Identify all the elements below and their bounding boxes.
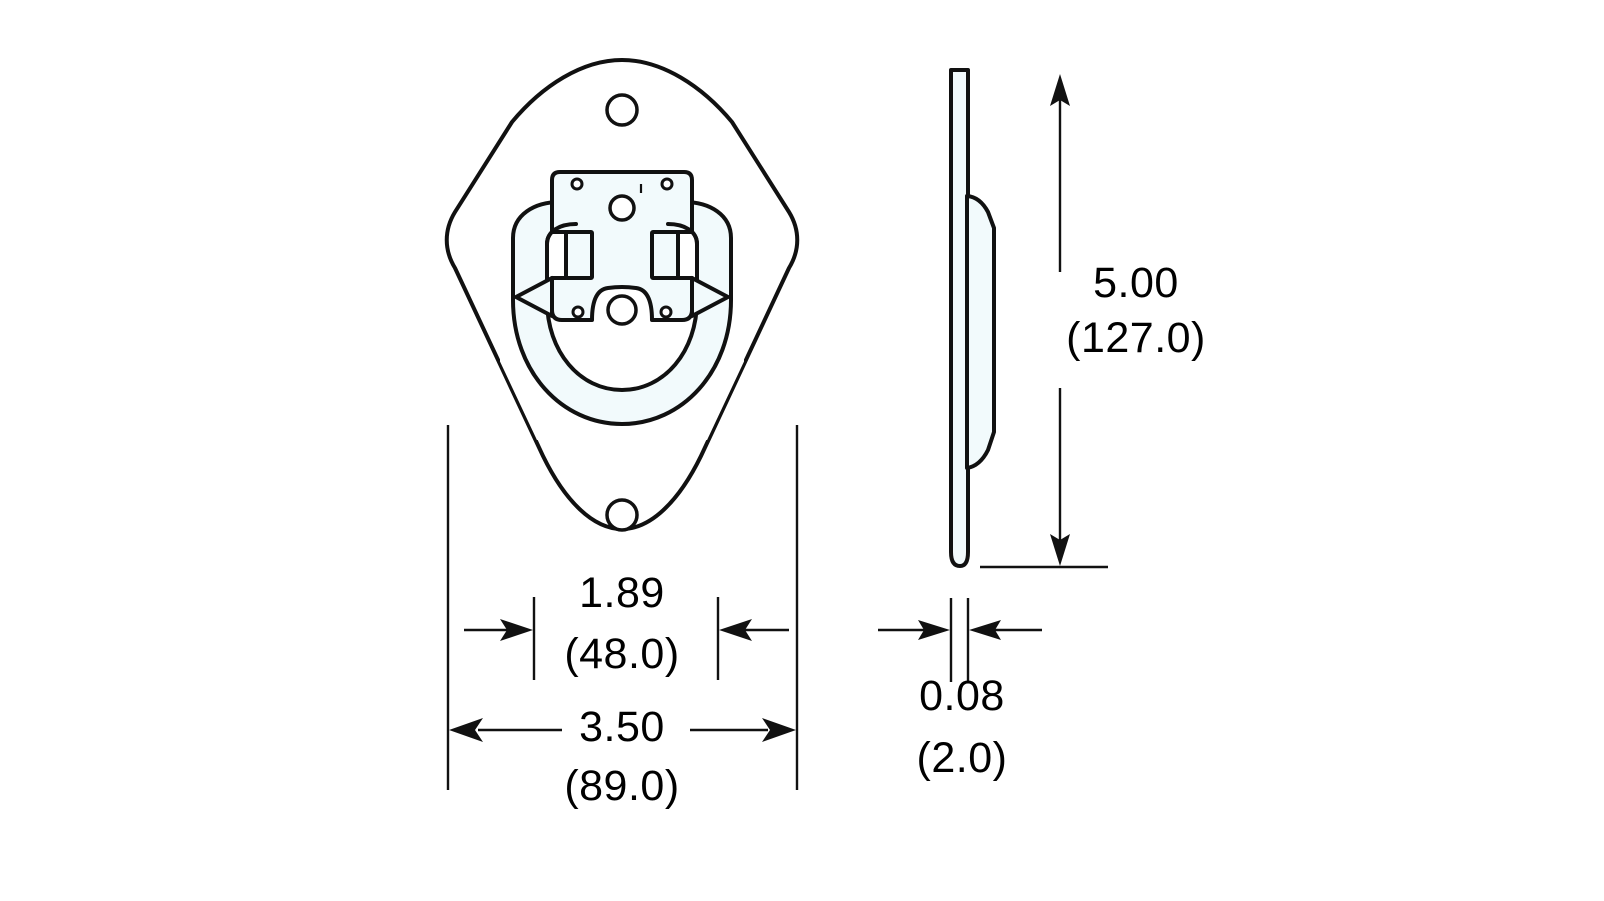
- thickness-arrow-right: [969, 620, 1001, 640]
- overall-height-value-mm: (127.0): [1066, 314, 1206, 362]
- recess-arrow-left: [500, 619, 533, 641]
- overall-height-value-inch: 5.00: [1093, 259, 1179, 307]
- bracket-center-hole-upper: [608, 194, 636, 222]
- recess-width-value-mm: (48.0): [564, 630, 679, 678]
- side-view: [949, 68, 996, 568]
- height-arrow-up: [1050, 74, 1070, 106]
- bracket-screw-hole-bottom-left: [571, 305, 585, 319]
- bracket-center-hole-lower: [606, 294, 638, 326]
- width-arrow-right: [762, 718, 796, 742]
- thickness-arrow-left: [918, 620, 950, 640]
- ring-wedge-left: [514, 276, 554, 318]
- width-arrow-left: [449, 718, 483, 742]
- overall-width-dimension: 3.50 (89.0): [446, 425, 799, 810]
- material-thickness-dimension: 0.08 (2.0): [878, 598, 1042, 782]
- thickness-value-mm: (2.0): [917, 734, 1008, 782]
- overall-height-dimension: 5.00 (127.0): [980, 74, 1206, 569]
- ring-pivot-wedges: [514, 276, 730, 318]
- height-arrow-down: [1050, 534, 1070, 566]
- mounting-hole-top: [605, 93, 639, 127]
- overall-width-value-inch: 3.50: [579, 703, 665, 751]
- bracket-screw-hole-bottom-right: [659, 305, 673, 319]
- recess-width-dimension: 1.89 (48.0): [464, 569, 789, 680]
- side-plate-body: [949, 68, 970, 568]
- front-view: [444, 58, 800, 532]
- overall-width-value-mm: (89.0): [564, 762, 679, 810]
- side-recess-boss: [965, 194, 996, 470]
- bracket-screw-hole-top-left: [570, 177, 584, 191]
- mounting-hole-bottom: [605, 498, 639, 532]
- recess-width-value-inch: 1.89: [579, 569, 665, 617]
- bracket-left-window: [564, 230, 594, 280]
- bracket-right-window: [650, 230, 680, 280]
- thickness-value-inch: 0.08: [919, 672, 1005, 720]
- bracket-screw-hole-top-right: [660, 177, 674, 191]
- center-bracket: [550, 170, 694, 326]
- ring-edge-left: [545, 222, 578, 246]
- ring-edge-right: [666, 222, 699, 246]
- recess-arrow-right: [719, 619, 752, 641]
- ring-wedge-right: [690, 276, 730, 318]
